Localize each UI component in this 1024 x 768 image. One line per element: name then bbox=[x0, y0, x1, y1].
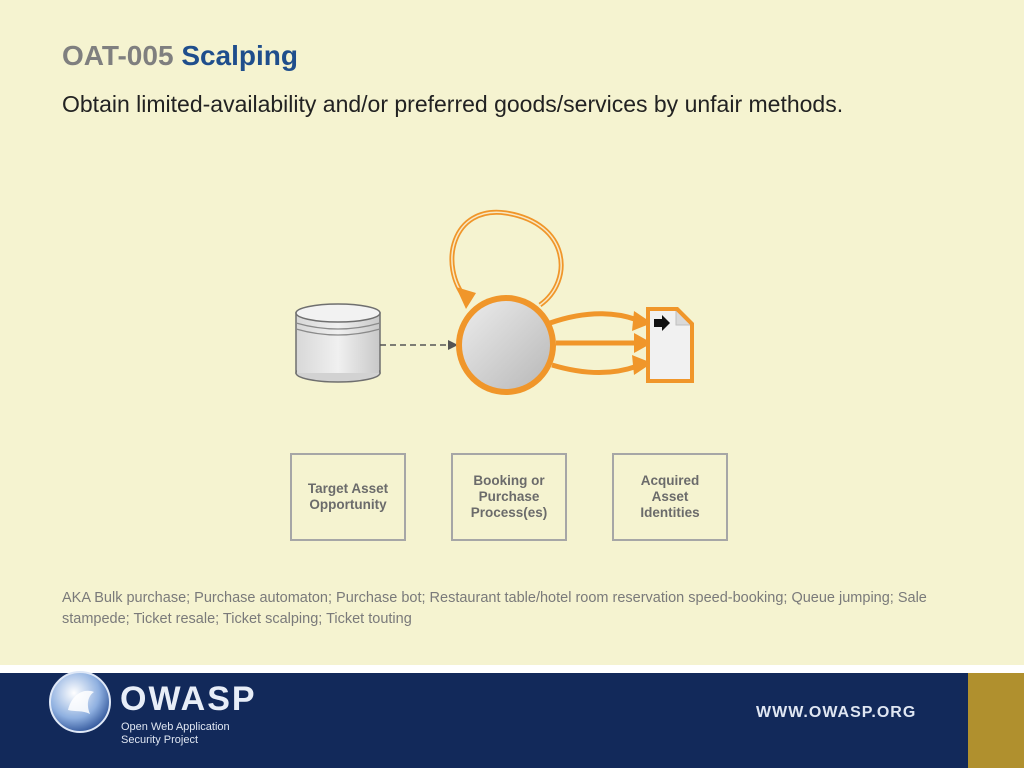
box-line: Asset bbox=[651, 489, 689, 504]
threat-name: Scalping bbox=[181, 40, 299, 71]
document-icon bbox=[646, 307, 694, 383]
box-line: Acquired bbox=[640, 473, 700, 488]
diagram-graphics bbox=[295, 209, 694, 395]
target-asset-box: Target Asset Opportunity bbox=[290, 453, 406, 541]
database-icon bbox=[295, 303, 381, 383]
footer-divider bbox=[0, 665, 1024, 673]
acquire-arrows bbox=[549, 311, 652, 375]
slide: OAT-005 Scalping Obtain limited-availabi… bbox=[62, 40, 927, 627]
box-line: Purchase bbox=[478, 489, 540, 504]
page-title: OAT-005 Scalping bbox=[62, 40, 298, 72]
box-line: Opportunity bbox=[309, 497, 387, 512]
tagline-line: Open Web Application bbox=[121, 721, 230, 733]
footer-accent bbox=[968, 673, 1024, 768]
box-line: Target Asset bbox=[307, 481, 389, 496]
box-line: Process(es) bbox=[470, 505, 548, 520]
owasp-logo-icon bbox=[49, 671, 111, 733]
dashed-arrow bbox=[380, 340, 458, 350]
tagline-line: Security Project bbox=[121, 734, 199, 746]
box-line: Booking or bbox=[473, 473, 545, 488]
loop-arrow bbox=[449, 209, 564, 309]
acquired-identities-box: Acquired Asset Identities bbox=[612, 453, 728, 541]
owasp-url: WWW.OWASP.ORG bbox=[756, 704, 917, 721]
threat-code: OAT-005 bbox=[62, 40, 174, 71]
box-line: Identities bbox=[640, 505, 700, 520]
owasp-wordmark: OWASP bbox=[120, 680, 257, 718]
flow-diagram: Target Asset Opportunity Booking or Purc… bbox=[280, 205, 750, 555]
owasp-tagline: Open Web Application Security Project bbox=[121, 721, 230, 747]
process-circle bbox=[456, 295, 556, 395]
footer-bar bbox=[0, 673, 968, 768]
threat-description: Obtain limited-availability and/or prefe… bbox=[62, 91, 844, 117]
booking-process-box: Booking or Purchase Process(es) bbox=[451, 453, 567, 541]
aka-text: AKA Bulk purchase; Purchase automaton; P… bbox=[62, 590, 927, 627]
